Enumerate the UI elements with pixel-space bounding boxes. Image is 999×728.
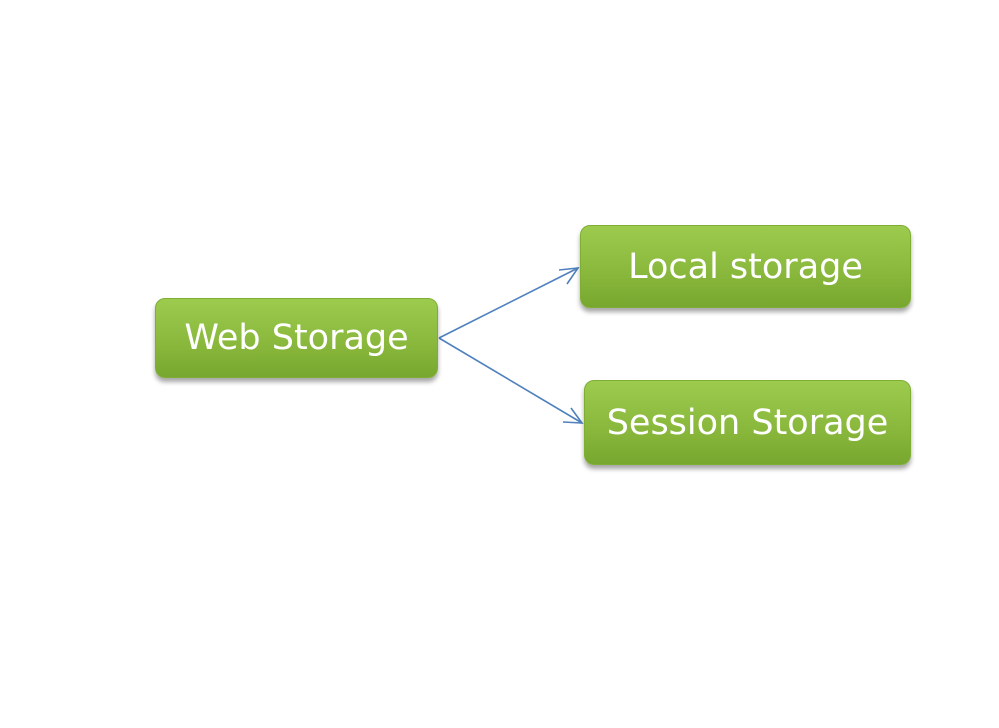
node-web-storage-label: Web Storage: [184, 318, 409, 358]
node-session-storage-label: Session Storage: [606, 402, 889, 443]
connector-web-to-local: [438, 267, 580, 339]
node-session-storage: Session Storage: [584, 380, 911, 465]
connector-web-to-session: [438, 337, 584, 424]
node-local-storage: Local storage: [580, 225, 911, 308]
node-web-storage: Web Storage: [155, 298, 438, 378]
node-local-storage-label: Local storage: [628, 246, 863, 287]
